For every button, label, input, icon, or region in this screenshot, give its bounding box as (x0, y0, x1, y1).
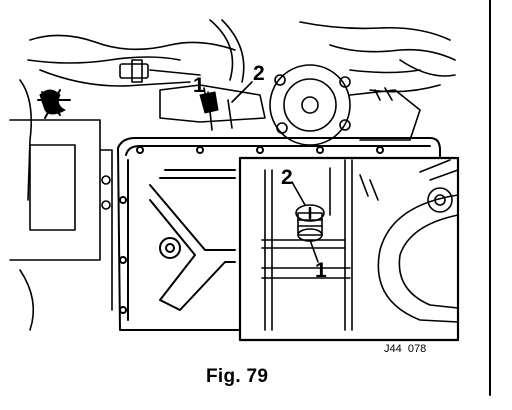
callout-2-main: 2 (253, 62, 265, 85)
figure-caption: Fig. 79 (206, 366, 269, 387)
callout-1-main: 1 (193, 74, 205, 97)
leader-line-1 (203, 87, 207, 99)
valve-part (199, 91, 219, 114)
leader-line-2 (231, 81, 253, 103)
oil-pan (117, 137, 441, 331)
left-housing (9, 119, 113, 331)
wire-harness (37, 89, 71, 119)
engine-background (19, 19, 456, 201)
callout-1-inset: 1 (315, 259, 327, 282)
callout-2-inset: 2 (281, 166, 293, 189)
detail-inset (238, 156, 460, 342)
drawing-reference-code: J44 078 (384, 343, 426, 355)
